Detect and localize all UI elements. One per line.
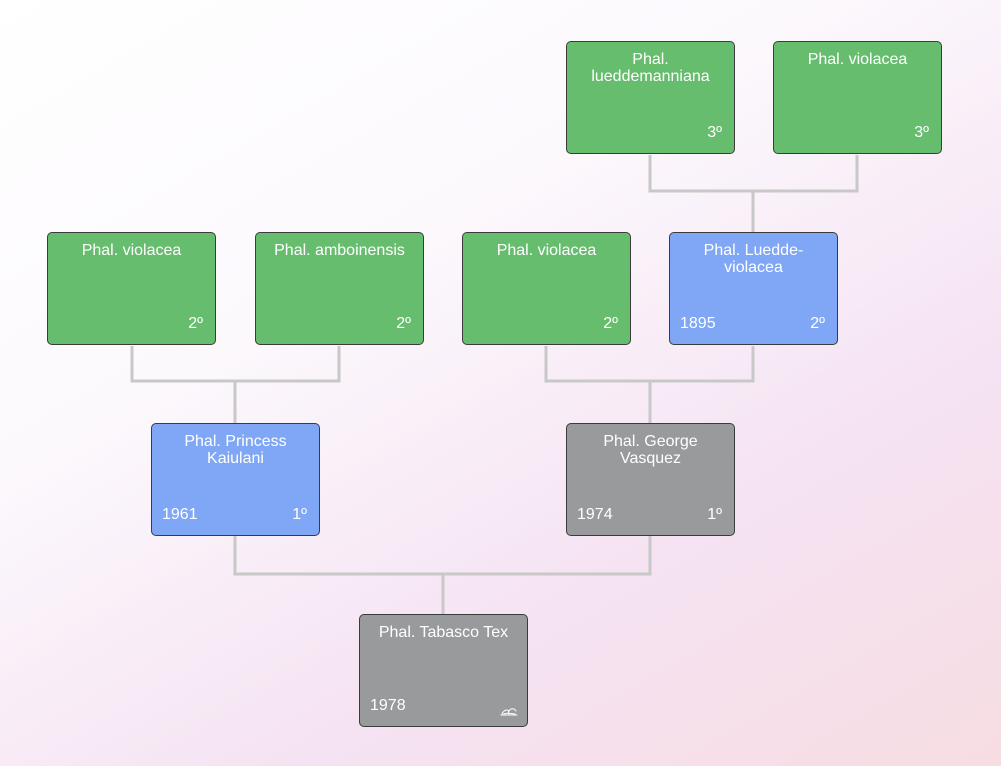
node-name: Phal. amboinensis	[274, 242, 405, 259]
node-name: Phal. Princess Kaiulani	[184, 433, 287, 467]
node-name: Phal. Tabasco Tex	[378, 624, 509, 641]
node-generation: 3º	[707, 124, 722, 141]
node-name: Phal. violacea	[496, 242, 597, 259]
node-name: Phal. lueddemanniana	[591, 51, 710, 85]
node-g1[interactable]: Phal. violacea 2º	[47, 232, 216, 345]
node-g2[interactable]: Phal. amboinensis 2º	[255, 232, 424, 345]
node-generation: 3º	[914, 124, 929, 141]
node-generation: 2º	[188, 315, 203, 332]
node-gg2[interactable]: Phal. violacea 3º	[773, 41, 942, 154]
orchid-flower-icon	[500, 708, 518, 716]
node-name: Phal. Luedde-violacea	[703, 242, 804, 276]
node-name: Phal. violacea	[81, 242, 182, 259]
node-year: 1961	[162, 506, 198, 523]
node-root[interactable]: Phal. Tabasco Tex 1978	[359, 614, 528, 727]
node-gg1[interactable]: Phal. lueddemanniana 3º	[566, 41, 735, 154]
connector-g3g4-to-p2	[544, 346, 755, 423]
node-g4[interactable]: Phal. Luedde-violacea 1895 2º	[669, 232, 838, 345]
node-generation: 1º	[292, 506, 307, 523]
node-p2[interactable]: Phal. George Vasquez 1974 1º	[566, 423, 735, 536]
node-year: 1895	[680, 315, 716, 332]
node-name: Phal. violacea	[807, 51, 908, 68]
connector-gg-to-g4	[648, 155, 859, 232]
node-g3[interactable]: Phal. violacea 2º	[462, 232, 631, 345]
node-year: 1974	[577, 506, 613, 523]
node-generation: 2º	[603, 315, 618, 332]
node-generation: 2º	[396, 315, 411, 332]
node-p1[interactable]: Phal. Princess Kaiulani 1961 1º	[151, 423, 320, 536]
node-generation: 1º	[707, 506, 722, 523]
connector-parents-to-root	[233, 536, 652, 614]
connector-g1g2-to-p1	[130, 346, 341, 423]
node-year: 1978	[370, 697, 406, 714]
node-name: Phal. George Vasquez	[603, 433, 698, 467]
node-generation: 2º	[810, 315, 825, 332]
